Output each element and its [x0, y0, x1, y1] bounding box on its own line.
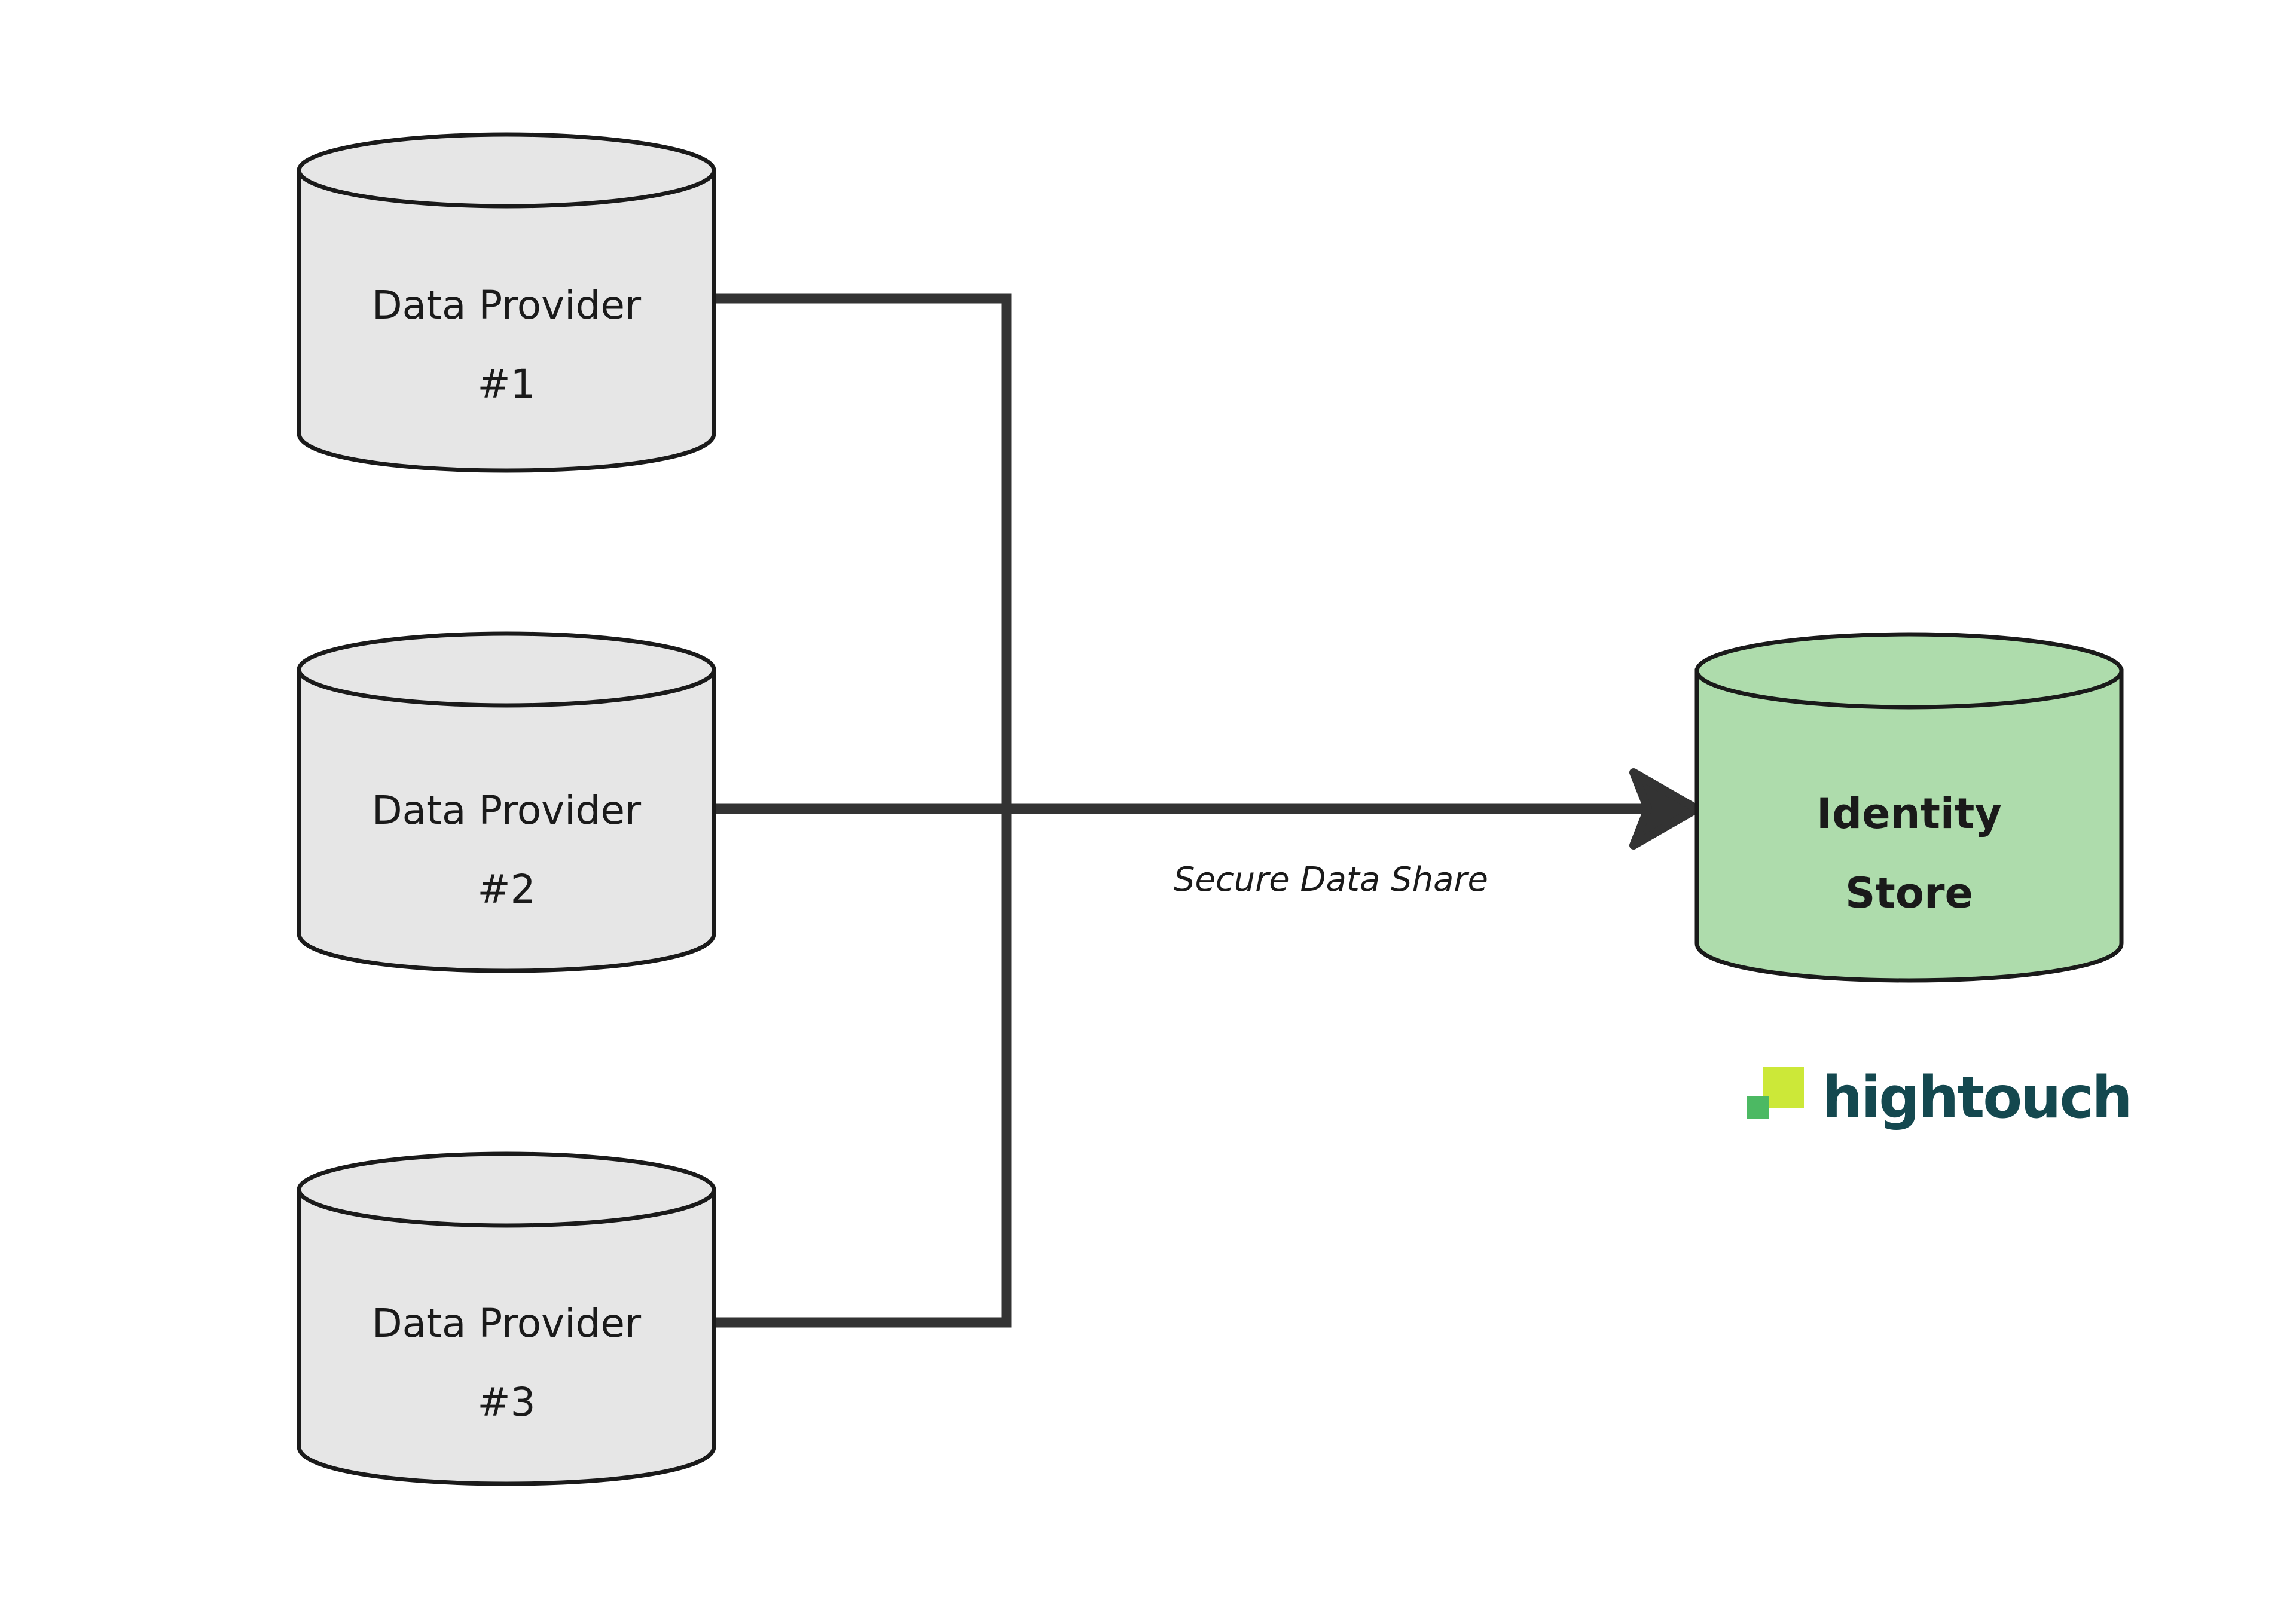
- provider-3-label-line1: Data Provider: [372, 1300, 642, 1346]
- provider-2-label-line2: #2: [477, 866, 535, 912]
- cylinder-top-provider-2: [297, 631, 716, 708]
- cylinder-body-identity-store: [1694, 668, 2124, 983]
- node-data-provider-2[interactable]: Data Provider #2: [297, 631, 716, 973]
- identity-store-label-line1: Identity: [1816, 789, 2002, 838]
- provider-1-label-line1: Data Provider: [372, 282, 642, 328]
- hightouch-mark-primary-icon: [1763, 1067, 1804, 1108]
- provider-1-label-line2: #1: [477, 361, 535, 407]
- cylinder-body-provider-1: [297, 168, 716, 473]
- node-identity-store[interactable]: Identity Store: [1694, 632, 2124, 983]
- cylinder-top-identity-store: [1694, 632, 2124, 710]
- hightouch-mark-secondary-icon: [1747, 1096, 1769, 1119]
- provider-3-label-line2: #3: [477, 1379, 535, 1425]
- identity-store-label-line2: Store: [1845, 869, 1973, 918]
- hightouch-logo[interactable]: hightouch: [1747, 1064, 2133, 1131]
- cylinder-body-provider-2: [297, 667, 716, 973]
- cylinder-body-provider-3: [297, 1187, 716, 1486]
- cylinder-top-provider-1: [297, 132, 716, 209]
- cylinder-top-provider-3: [297, 1151, 716, 1228]
- node-data-provider-3[interactable]: Data Provider #3: [297, 1151, 716, 1486]
- node-data-provider-1[interactable]: Data Provider #1: [297, 132, 716, 473]
- provider-2-label-line1: Data Provider: [372, 787, 642, 833]
- arrowhead-icon: [1629, 768, 1701, 850]
- connector-provider-1: [713, 293, 1012, 809]
- edge-label-secure-data-share: Secure Data Share: [1174, 860, 1488, 899]
- connector-provider-3: [713, 809, 1012, 1328]
- hightouch-wordmark: hightouch: [1822, 1064, 2131, 1131]
